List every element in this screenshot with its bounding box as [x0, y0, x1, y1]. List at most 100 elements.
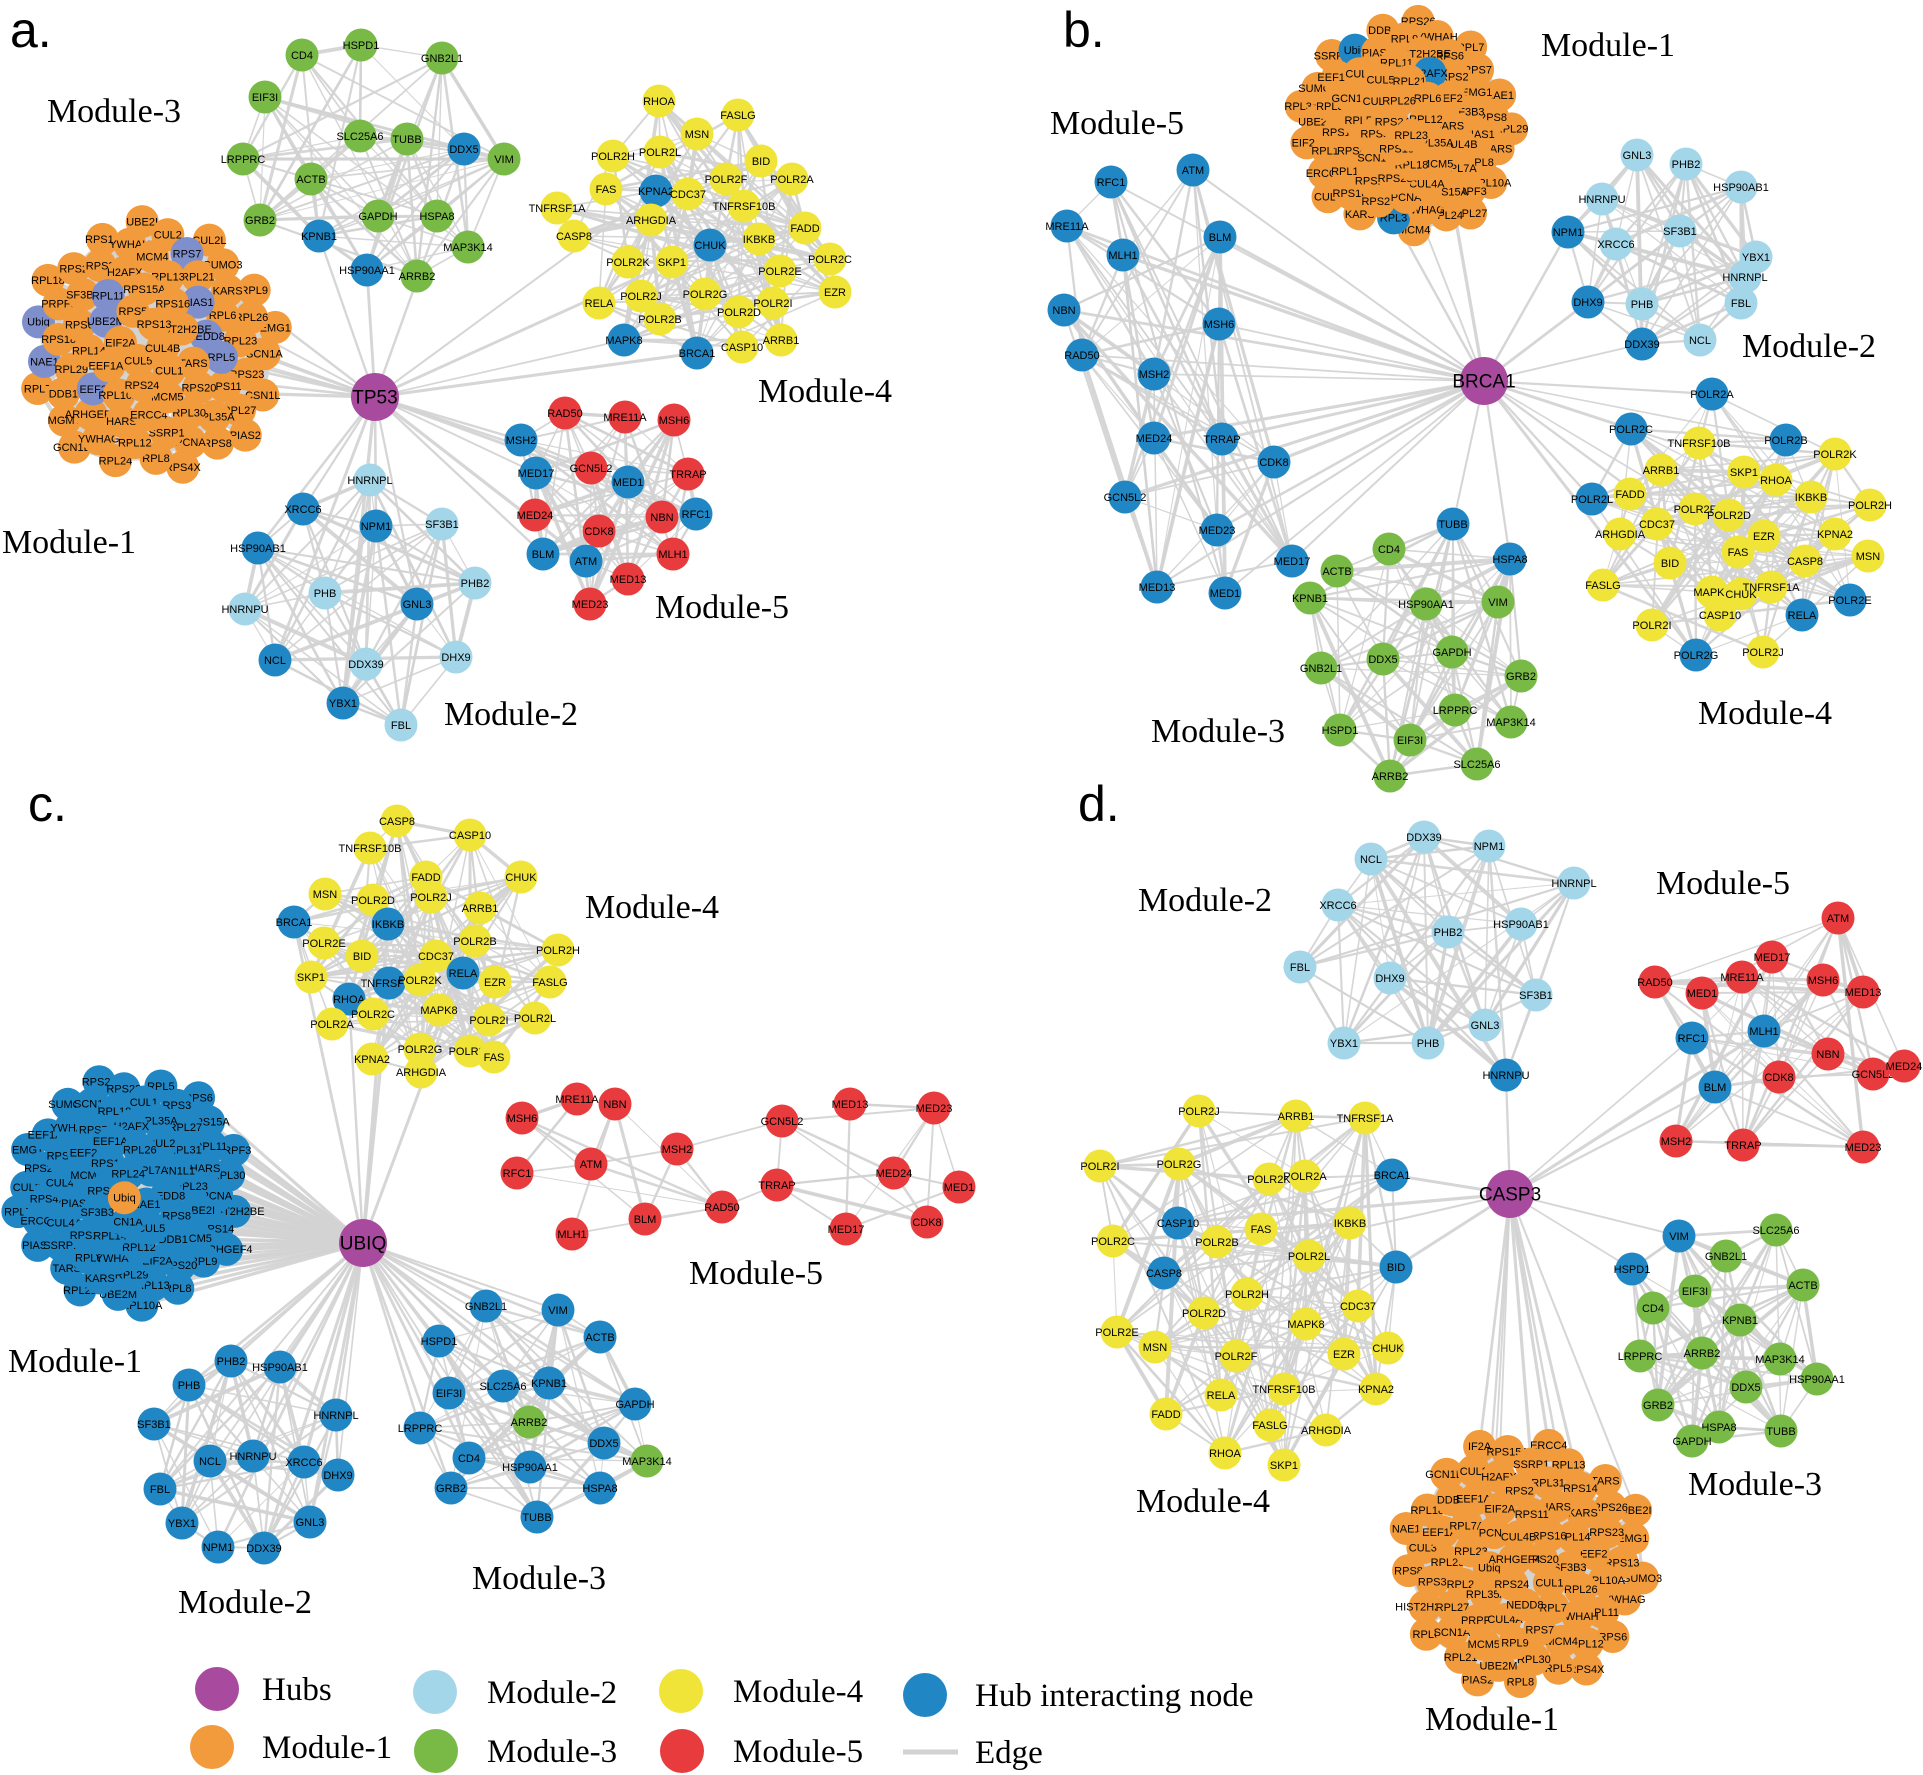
node-POLR2G: POLR2G: [683, 277, 728, 311]
node-label: TNFRSF10B: [339, 843, 402, 855]
node-label: POLR2E: [1828, 595, 1871, 607]
node-label: POLR2G: [1674, 650, 1719, 662]
node-label: FADD: [1151, 1409, 1180, 1421]
node-label: HSPD1: [421, 1336, 458, 1348]
node-label: RPL8: [164, 1283, 192, 1295]
node-label: HSP90AB1: [1713, 182, 1769, 194]
node-label: HNRNPL: [1722, 272, 1767, 284]
node-GNL3: GNL3: [1620, 138, 1654, 172]
node-label: ERCC4: [130, 409, 167, 421]
node-IF2A: IF2A: [1463, 1429, 1497, 1463]
node-HSPD1: HSPD1: [421, 1324, 458, 1358]
legend-label: Module-3: [487, 1734, 617, 1770]
node-RFC1: RFC1: [500, 1156, 534, 1190]
node-TUBB: TUBB: [1436, 507, 1470, 541]
node-GCN5L2: GCN5L2: [761, 1104, 803, 1138]
node-SKP1: SKP1: [1727, 455, 1761, 489]
node-label: FADD: [1615, 489, 1644, 501]
node-label: MAPK8: [420, 1005, 457, 1017]
node-POLR2I: POLR2I: [469, 1003, 509, 1037]
node-EIF3I: EIF3I: [1678, 1274, 1712, 1308]
node-label: RPS3: [1418, 1577, 1447, 1589]
node-label: PHB2: [1672, 159, 1701, 171]
node-MAPK8: MAPK8: [1287, 1307, 1325, 1341]
node-label: SF3B1: [1663, 226, 1697, 238]
node-MED23: MED23: [1845, 1130, 1881, 1164]
module-label-d-Module-4: Module-4: [1136, 1483, 1270, 1520]
node-RAD50: RAD50: [704, 1190, 740, 1224]
node-label: MLH1: [557, 1229, 586, 1241]
node-HSPA8: HSPA8: [1492, 542, 1528, 576]
node-label: CASP10: [449, 830, 491, 842]
node-CHUK: CHUK: [1371, 1331, 1405, 1365]
node-label: MAPK8: [1693, 587, 1730, 599]
node-VIM: VIM: [1662, 1219, 1696, 1253]
module-label-c-Module-1: Module-1: [8, 1343, 142, 1380]
node-NBN: NBN: [645, 500, 679, 534]
node-HSPD1: HSPD1: [1322, 713, 1358, 747]
node-label: RPL21: [181, 272, 215, 284]
node-HNRNPU: HNRNPU: [1482, 1058, 1530, 1092]
node-ATM: ATM: [1821, 901, 1855, 935]
node-label: HSP90AA1: [339, 265, 395, 277]
node-label: CASP10: [1699, 610, 1741, 622]
node-label: POLR2G: [683, 289, 728, 301]
node-POLR2J: POLR2J: [620, 279, 662, 313]
node-label: EIF2A: [1485, 1504, 1516, 1516]
node-label: POLR2H: [591, 151, 635, 163]
node-label: HNRNPU: [221, 604, 268, 616]
node-label: LRPPRC: [398, 1423, 443, 1435]
node-label: MED13: [1139, 582, 1176, 594]
node-label: RPS11: [208, 381, 242, 393]
node-label: BRCA1: [1374, 1170, 1411, 1182]
panel-letter-d: d.: [1078, 776, 1120, 832]
node-label: CD4: [1378, 544, 1400, 556]
node-label: GAPDH: [1432, 647, 1471, 659]
node-MSH2: MSH2: [504, 423, 538, 457]
node-CASP10: CASP10: [449, 818, 491, 852]
node-RPL21: RPL21: [181, 260, 215, 294]
node-label: RPL23: [1394, 130, 1428, 142]
node-label: RPL3: [1380, 213, 1408, 225]
node-label: Ubiq: [113, 1193, 136, 1205]
node-ATM: ATM: [569, 544, 603, 578]
node-CHUK: CHUK: [504, 860, 538, 894]
node-label: XRCC6: [1597, 239, 1634, 251]
node-POLR2J: POLR2J: [1178, 1094, 1220, 1128]
node-MAPK8: MAPK8: [605, 323, 643, 357]
node-PHB: PHB: [1411, 1026, 1445, 1060]
node-RPS24: RPS24: [1494, 1567, 1529, 1601]
node-label: MED17: [518, 468, 555, 480]
node-CDC37: CDC37: [1340, 1289, 1376, 1323]
node-label: MSH2: [1139, 369, 1170, 381]
node-label: ARRB2: [399, 271, 436, 283]
node-label: TRRAP: [1724, 1140, 1761, 1152]
node-label: RPL27: [1436, 1602, 1470, 1614]
node-KPNA2: KPNA2: [1358, 1372, 1394, 1406]
node-POLR2L: POLR2L: [1571, 482, 1613, 516]
node-label: GAPDH: [615, 1399, 654, 1411]
node-LRPPRC: LRPPRC: [398, 1411, 443, 1445]
node-MSH2: MSH2: [1659, 1124, 1693, 1158]
node-label: RPS4X: [165, 462, 202, 474]
node-BID: BID: [345, 939, 379, 973]
node-label: POLR2B: [1764, 435, 1807, 447]
node-label: KPNB1: [1292, 593, 1328, 605]
node-label: CUL3: [1409, 1543, 1437, 1555]
node-RAD50: RAD50: [1637, 965, 1673, 999]
node-GCN5L2: GCN5L2: [1104, 480, 1146, 514]
node-RPL24: RPL24: [111, 1157, 145, 1191]
module-label-c-Module-4: Module-4: [585, 889, 719, 926]
node-label: FASLG: [532, 977, 567, 989]
node-CD4: CD4: [452, 1441, 486, 1475]
node-label: ARHGDIA: [396, 1067, 447, 1079]
node-CDC37: CDC37: [670, 177, 706, 211]
node-POLR2I: POLR2I: [1632, 608, 1672, 642]
node-label: POLR2B: [1195, 1237, 1238, 1249]
node-label: RPL8: [142, 453, 170, 465]
node-label: RPL18: [31, 275, 65, 287]
node-VIM: VIM: [541, 1293, 575, 1327]
node-POLR2C: POLR2C: [351, 997, 395, 1031]
node-ACTB: ACTB: [294, 162, 328, 196]
node-label: EEF2: [79, 384, 107, 396]
